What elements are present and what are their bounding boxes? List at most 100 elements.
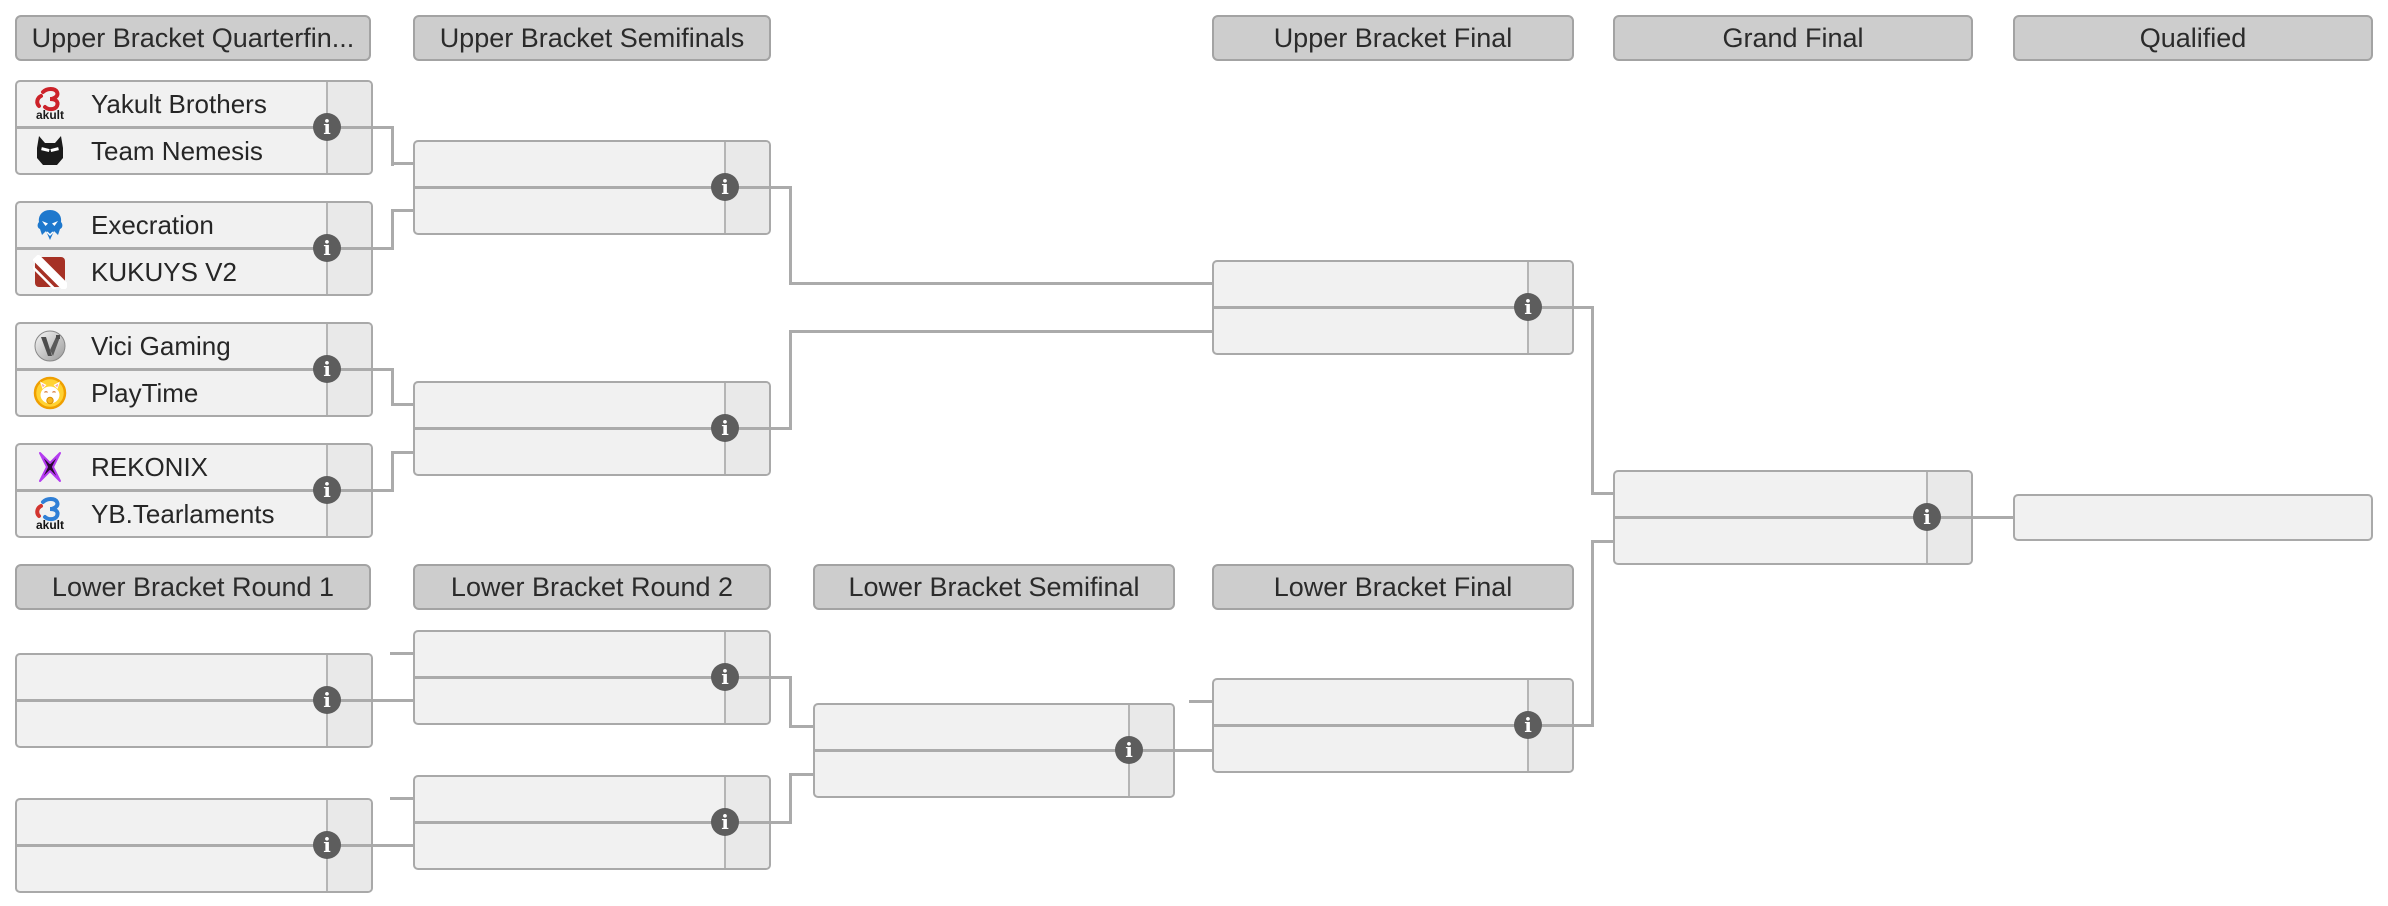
match-info-icon[interactable]: i xyxy=(1115,736,1143,764)
team-name: PlayTime xyxy=(91,377,199,408)
loser-dropin-stub xyxy=(1189,700,1212,703)
empty-slot xyxy=(1214,680,1572,724)
score-cell xyxy=(326,129,371,173)
match-ub-final: i xyxy=(1212,260,1574,355)
connector xyxy=(391,209,394,250)
connector xyxy=(789,330,792,430)
connector xyxy=(1574,306,1594,309)
match-info-icon[interactable]: i xyxy=(1514,293,1542,321)
loser-dropin-stub xyxy=(390,797,413,800)
team-name: Team Nemesis xyxy=(91,135,263,166)
header-ub-quarterfinals: Upper Bracket Quarterfin... xyxy=(15,15,371,61)
header-lb-semifinal: Lower Bracket Semifinal xyxy=(813,564,1175,610)
header-qualified: Qualified xyxy=(2013,15,2373,61)
connector xyxy=(1591,306,1594,495)
connector xyxy=(1973,516,2013,519)
score-cell xyxy=(1527,680,1572,724)
connector xyxy=(1591,492,1613,495)
team-name: REKONIX xyxy=(91,451,209,482)
connector xyxy=(373,844,413,847)
team-name: Execration xyxy=(91,209,214,240)
connector xyxy=(789,676,792,728)
connector xyxy=(391,451,394,492)
match-info-icon[interactable]: i xyxy=(313,355,341,383)
header-lb-round1: Lower Bracket Round 1 xyxy=(15,564,371,610)
score-cell xyxy=(724,142,769,186)
match-info-icon[interactable]: i xyxy=(1514,711,1542,739)
match-ub-sf2: i xyxy=(413,381,771,476)
match-info-icon[interactable]: i xyxy=(313,686,341,714)
empty-slot xyxy=(415,142,769,186)
team-name: KUKUYS V2 xyxy=(91,256,237,287)
playtime-logo xyxy=(33,376,67,410)
match-lb-r1-m1: i xyxy=(15,653,373,748)
header-ub-semifinals: Upper Bracket Semifinals xyxy=(413,15,771,61)
connector xyxy=(789,282,1212,285)
yakult-brothers-logo: akult xyxy=(35,87,64,121)
connector xyxy=(391,162,413,165)
loser-dropin-stub xyxy=(390,652,413,655)
match-ub-qf3: Vici Gaming PlayTime i xyxy=(15,322,373,417)
header-lb-round2: Lower Bracket Round 2 xyxy=(413,564,771,610)
match-info-icon[interactable]: i xyxy=(711,414,739,442)
team-name: YB.Tearlaments xyxy=(91,498,275,529)
connector xyxy=(771,427,791,430)
match-lb-final: i xyxy=(1212,678,1574,773)
connector xyxy=(391,368,394,406)
connector xyxy=(373,247,393,250)
execration-logo xyxy=(37,210,63,240)
team-row-kukuys-v2[interactable]: KUKUYS V2 xyxy=(17,247,371,294)
team-row-team-nemesis[interactable]: Team Nemesis xyxy=(17,126,371,173)
score-cell xyxy=(326,82,371,126)
match-info-icon[interactable]: i xyxy=(313,234,341,262)
team-row-rekonix[interactable]: REKONIX xyxy=(17,445,371,489)
vici-gaming-logo xyxy=(34,330,66,362)
match-info-icon[interactable]: i xyxy=(313,476,341,504)
team-row-vici-gaming[interactable]: Vici Gaming xyxy=(17,324,371,368)
team-row-playtime[interactable]: PlayTime xyxy=(17,368,371,415)
header-ub-final: Upper Bracket Final xyxy=(1212,15,1574,61)
team-row-yb-tearlaments[interactable]: akult YB.Tearlaments xyxy=(17,489,371,536)
match-lb-r1-m2: i xyxy=(15,798,373,893)
connector xyxy=(789,773,792,824)
match-ub-qf1: akult Yakult Brothers Team Nemesis i xyxy=(15,80,373,175)
match-ub-qf4: REKONIX akult YB.Tearlaments i xyxy=(15,443,373,538)
match-ub-qf2: Execration KUKUYS V2 i xyxy=(15,201,373,296)
connector xyxy=(789,330,1212,333)
team-name: Yakult Brothers xyxy=(91,88,267,119)
team-row-yakult-brothers[interactable]: akult Yakult Brothers xyxy=(17,82,371,126)
match-ub-sf1: i xyxy=(413,140,771,235)
match-info-icon[interactable]: i xyxy=(313,831,341,859)
match-info-icon[interactable]: i xyxy=(711,808,739,836)
connector xyxy=(1574,724,1594,727)
match-info-icon[interactable]: i xyxy=(711,663,739,691)
match-lb-r2-m2: i xyxy=(413,775,771,870)
match-info-icon[interactable]: i xyxy=(313,113,341,141)
connector xyxy=(789,186,792,285)
svg-text:akult: akult xyxy=(36,108,64,121)
empty-slot xyxy=(1615,516,1971,563)
connector xyxy=(373,489,393,492)
match-lb-r2-m1: i xyxy=(413,630,771,725)
kukuys-dota-logo xyxy=(33,255,67,289)
team-nemesis-logo xyxy=(37,136,63,165)
connector xyxy=(771,676,791,679)
connector xyxy=(1591,540,1613,543)
connector xyxy=(1591,540,1594,727)
svg-text:akult: akult xyxy=(36,518,64,531)
match-info-icon[interactable]: i xyxy=(1913,503,1941,531)
connector xyxy=(373,126,393,129)
connector xyxy=(391,126,394,166)
rekonix-logo xyxy=(39,452,61,482)
connector xyxy=(391,451,413,454)
qualified-slot xyxy=(2013,494,2373,541)
match-info-icon[interactable]: i xyxy=(711,173,739,201)
connector xyxy=(771,821,791,824)
connector xyxy=(373,368,393,371)
connector xyxy=(373,699,413,702)
connector xyxy=(1175,749,1212,752)
connector xyxy=(391,403,413,406)
connector xyxy=(789,725,813,728)
header-lb-final: Lower Bracket Final xyxy=(1212,564,1574,610)
